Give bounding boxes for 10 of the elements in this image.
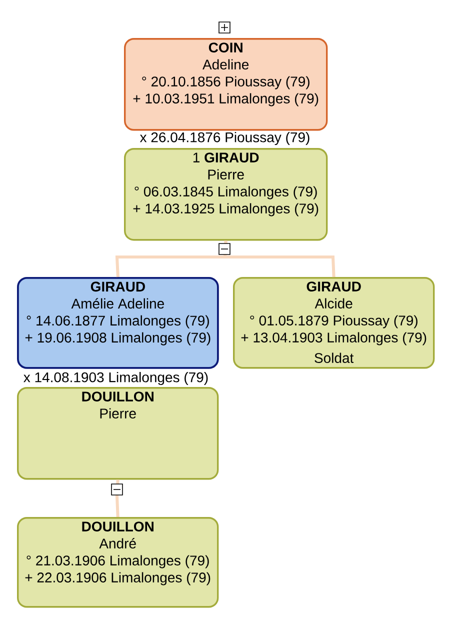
connector-line	[223, 240, 336, 278]
person-box: DOUILLON André ° 21.03.1906 Limalonges (79) + 22.03.1906 Limalonges (79)	[17, 517, 219, 608]
person-box: 1 GIRAUD Pierre ° 06.03.1845 Limalonges (79) + 14.03.1925 Limalonges (79)	[124, 148, 328, 241]
person-box: COIN Adeline ° 20.10.1856 Pioussay (79) + 10.03.1951 Limalonges (79)	[124, 38, 328, 131]
marriage-label: x 14.08.1903 Limalonges (79)	[24, 372, 208, 386]
person-box: DOUILLON Pierre	[17, 387, 219, 480]
person-box: GIRAUD Alcide ° 01.05.1879 Pioussay (79) + 13.04.1903 Limalonges (79) Soldat	[233, 277, 435, 369]
person-box: GIRAUD Amélie Adeline ° 14.06.1877 Limalonges (79) + 19.06.1908 Limalonges (79)	[17, 277, 219, 369]
marriage-label: x 26.04.1876 Pioussay (79)	[140, 132, 310, 146]
connector-line	[116, 480, 120, 518]
